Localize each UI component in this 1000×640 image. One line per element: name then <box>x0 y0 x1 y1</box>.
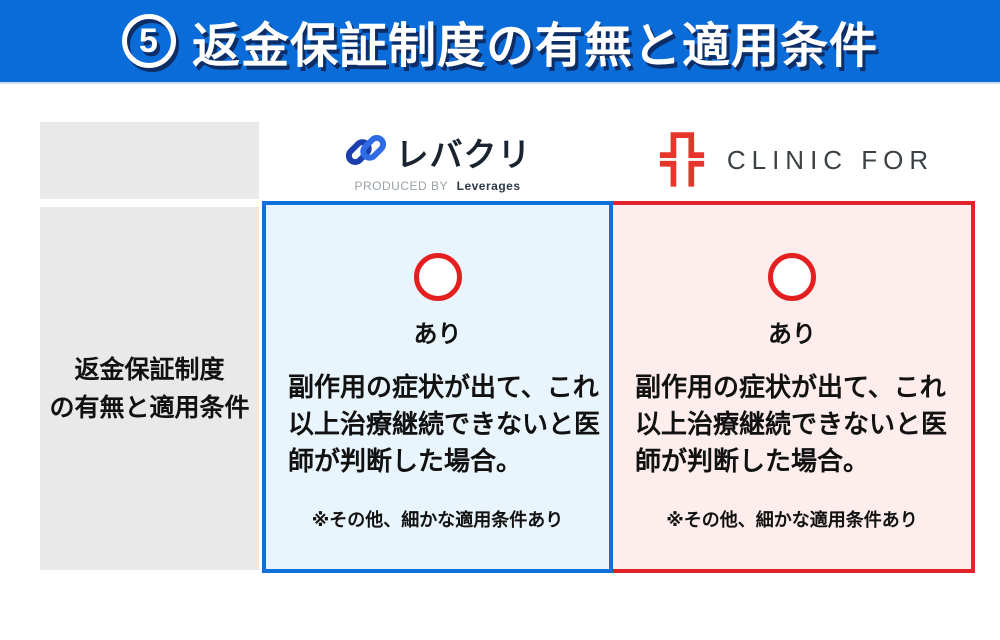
levacli-condition-note: ※その他、細かな適用条件あり <box>311 510 564 530</box>
levacli-logo: レバクリ <box>344 128 532 176</box>
condition-line: 以上治療継続できないと医 <box>635 409 948 439</box>
produced-by-prefix: PRODUCED BY <box>354 179 448 193</box>
corner-cell <box>40 122 259 199</box>
medical-cross-icon <box>654 128 710 193</box>
levacli-availability-label: あり <box>413 321 462 348</box>
clinicfor-availability-label: あり <box>768 321 816 348</box>
brand-header-levacli: レバクリ PRODUCED BY Leverages <box>262 122 613 199</box>
produced-by-brand: Leverages <box>456 179 521 193</box>
page-title: 5 返金保証制度の有無と適用条件 <box>121 6 878 76</box>
levacli-produced-by: PRODUCED BY Leverages <box>354 179 520 193</box>
row-label: 返金保証制度 の有無と適用条件 <box>40 207 259 570</box>
page-title-text: 返金保証制度の有無と適用条件 <box>191 20 878 73</box>
condition-line: 師が判断した場合。 <box>635 446 870 476</box>
brand-header-clinicfor: CLINIC FOR <box>613 122 975 199</box>
circle-mark-icon <box>768 253 816 301</box>
levacli-brand-name: レバクリ <box>395 136 532 173</box>
clinicfor-condition-text: 副作用の症状が出て、これ 以上治療継続できないと医 師が判断した場合。 <box>635 369 949 480</box>
clinicfor-brand-name: CLINIC FOR <box>726 145 935 175</box>
header-banner: 5 返金保証制度の有無と適用条件 <box>0 0 1000 84</box>
circle-mark-icon <box>413 253 462 301</box>
condition-line: 副作用の症状が出て、これ <box>635 372 946 402</box>
clinicfor-logo: CLINIC FOR <box>654 128 934 193</box>
condition-line: 以上治療継続できないと医 <box>288 409 601 439</box>
levacli-condition-text: 副作用の症状が出て、これ 以上治療継続できないと医 師が判断した場合。 <box>288 369 601 480</box>
chain-link-icon <box>344 131 388 174</box>
circled-number-icon: 5 <box>121 14 176 68</box>
condition-line: 師が判断した場合。 <box>288 446 523 476</box>
levacli-condition-cell: あり 副作用の症状が出て、これ 以上治療継続できないと医 師が判断した場合。 ※… <box>262 201 613 573</box>
row-label-line1: 返金保証制度 <box>74 355 225 384</box>
clinicfor-condition-note: ※その他、細かな適用条件あり <box>666 510 918 530</box>
row-label-line2: の有無と適用条件 <box>49 393 250 422</box>
circled-number-text: 5 <box>139 21 159 60</box>
clinicfor-condition-cell: あり 副作用の症状が出て、これ 以上治療継続できないと医 師が判断した場合。 ※… <box>613 201 975 573</box>
condition-line: 副作用の症状が出て、これ <box>288 372 599 402</box>
